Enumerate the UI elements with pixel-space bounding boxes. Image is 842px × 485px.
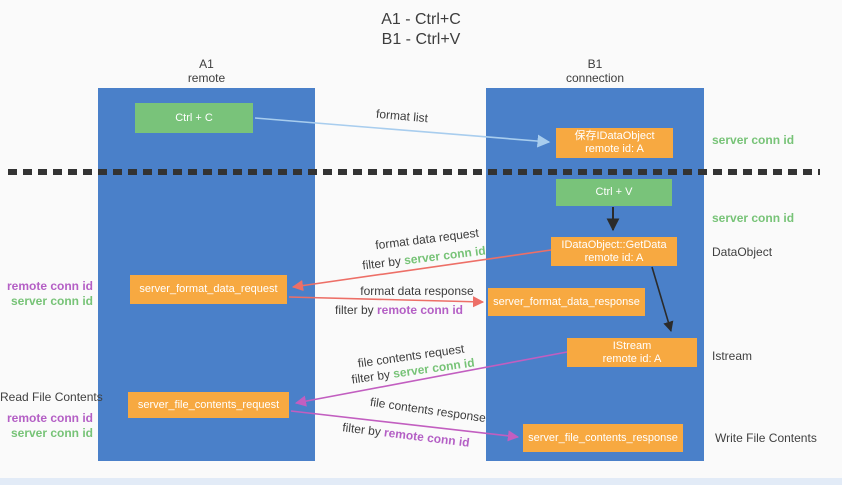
getdata-line2: remote id: A xyxy=(584,251,644,264)
server-file-contents-request-box: server_file_contents_request xyxy=(128,392,289,418)
server-file-contents-response-box: server_file_contents_response xyxy=(523,424,683,452)
filter-by-text: filter by xyxy=(334,303,377,317)
ctrl-c-box: Ctrl + C xyxy=(135,103,253,133)
ctrl-v-label: Ctrl + V xyxy=(595,186,633,198)
remote-conn-id-left-1: remote conn id xyxy=(6,279,93,293)
server-conn-id-left-2: server conn id xyxy=(10,426,93,440)
save-idataobject-box: 保存IDataObject remote id: A xyxy=(556,128,673,158)
server-format-data-response-label: server_format_data_response xyxy=(493,295,640,308)
istream-line1: IStream xyxy=(612,339,652,352)
remote-conn-id-text: remote conn id xyxy=(377,303,464,317)
read-file-contents-label: Read File Contents xyxy=(0,390,103,404)
server-format-data-request-label: server_format_data_request xyxy=(139,283,278,295)
dotted-divider xyxy=(8,169,820,175)
remote-conn-id-text: remote conn id xyxy=(383,425,471,450)
save-idataobject-line1: 保存IDataObject xyxy=(574,130,655,142)
lane-a1-name: A1 xyxy=(199,57,214,71)
ctrl-c-label: Ctrl + C xyxy=(175,111,213,124)
filter-by-remote-conn-id-label-2: filter by remote conn id xyxy=(342,420,471,449)
filter-by-text: filter by xyxy=(341,420,386,440)
left-conn-id-stack-2: remote conn id server conn id xyxy=(0,411,93,441)
getdata-line1: IDataObject::GetData xyxy=(561,238,667,251)
ctrl-v-box: Ctrl + V xyxy=(556,179,672,206)
lane-header-b1: B1 connection xyxy=(486,57,704,85)
server-conn-id-left-1: server conn id xyxy=(10,294,93,308)
lane-b1-role: connection xyxy=(565,71,625,85)
istream-line2: remote id: A xyxy=(602,352,662,365)
diagram-title: A1 - Ctrl+C B1 - Ctrl+V xyxy=(0,10,842,50)
lane-header-a1: A1 remote xyxy=(98,57,315,85)
istream-side-label: Istream xyxy=(712,349,753,363)
file-contents-response-label: file contents response xyxy=(369,394,487,426)
remote-conn-id-left-2: remote conn id xyxy=(6,411,93,425)
filter-by-remote-conn-id-label-1: filter by remote conn id xyxy=(335,303,463,317)
lane-b1-name: B1 xyxy=(587,57,603,71)
lane-a1-role: remote xyxy=(187,71,226,85)
title-line-1: A1 - Ctrl+C xyxy=(381,11,461,28)
format-data-response-label: format data response xyxy=(360,284,474,298)
left-conn-id-stack-1: remote conn id server conn id xyxy=(0,279,93,309)
istream-box: IStream remote id: A xyxy=(567,338,697,367)
filter-by-text: filter by xyxy=(361,253,405,273)
save-idataobject-line2: remote id: A xyxy=(585,143,644,155)
write-file-contents-label: Write File Contents xyxy=(715,431,817,445)
server-format-data-response-box: server_format_data_response xyxy=(488,288,645,316)
bottom-edge-strip xyxy=(0,478,842,485)
server-file-contents-response-label: server_file_contents_response xyxy=(528,431,678,444)
dataobject-label: DataObject xyxy=(712,245,773,259)
format-list-label: format list xyxy=(375,106,429,126)
server-file-contents-request-label: server_file_contents_request xyxy=(137,398,280,411)
filter-by-text: filter by xyxy=(350,366,395,387)
getdata-box: IDataObject::GetData remote id: A xyxy=(551,237,677,266)
server-conn-id-right-top: server conn id xyxy=(712,133,795,147)
server-conn-id-right-mid: server conn id xyxy=(712,211,795,225)
title-line-2: B1 - Ctrl+V xyxy=(381,31,461,48)
server-format-data-request-box: server_format_data_request xyxy=(130,275,287,304)
